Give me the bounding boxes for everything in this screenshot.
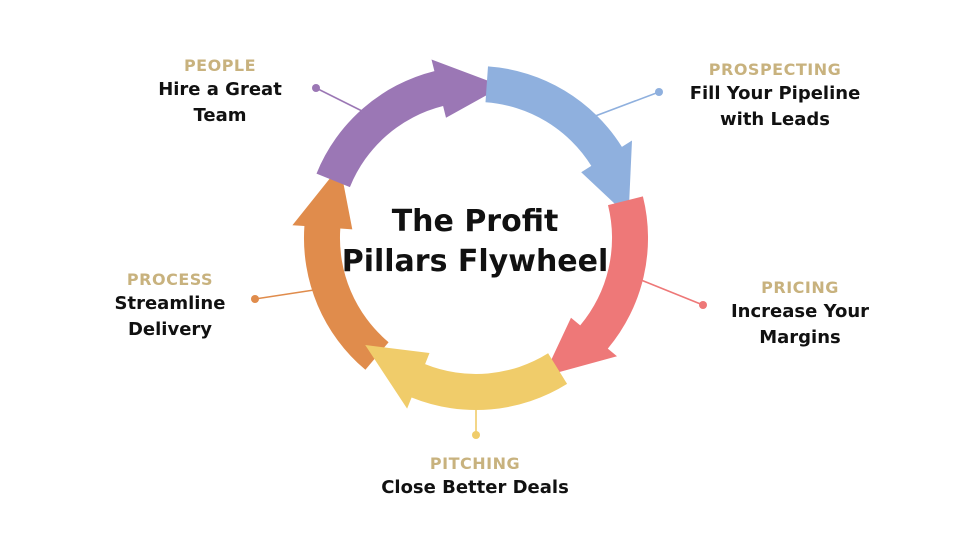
pillar-prospecting: PROSPECTING Fill Your Pipeline with Lead… xyxy=(670,59,880,133)
connector-line xyxy=(254,289,315,300)
connector-dot xyxy=(312,84,320,92)
connector-dot xyxy=(472,431,480,439)
pillar-description-line: Margins xyxy=(759,327,841,348)
pillar-heading: PROCESS xyxy=(126,270,214,289)
title-line-1: The Profit xyxy=(391,204,559,239)
diagram-title: The Profit Pillars Flywheel xyxy=(330,202,620,282)
pillar-description-line: Streamline xyxy=(114,293,226,314)
pillar-people: PEOPLE Hire a Great Team xyxy=(130,55,310,129)
connector-dot xyxy=(655,88,663,96)
flywheel-segment-pitching xyxy=(365,345,568,411)
pillar-heading: PITCHING xyxy=(429,454,521,473)
connector-line xyxy=(640,279,704,306)
flywheel-segment-prospecting xyxy=(485,66,632,217)
pillar-description-line: Increase Your xyxy=(730,301,870,322)
pillar-pitching: PITCHING Close Better Deals xyxy=(360,453,590,501)
pillar-heading: PROSPECTING xyxy=(708,60,842,79)
connector-dot xyxy=(699,301,707,309)
flywheel-segment-process xyxy=(292,165,389,370)
connector-line xyxy=(589,91,660,119)
pillar-description-line: Fill Your Pipeline xyxy=(689,83,861,104)
flywheel-segment-pricing xyxy=(543,196,649,377)
pillar-description-line: Close Better Deals xyxy=(381,477,569,498)
title-line-2: Pillars Flywheel xyxy=(341,244,609,279)
pillar-heading: PRICING xyxy=(761,278,839,297)
pillar-description-line: with Leads xyxy=(720,109,830,130)
flywheel-segments xyxy=(292,59,649,411)
connector-lines xyxy=(251,84,707,439)
pillar-pricing: PRICING Increase Your Margins xyxy=(695,277,905,351)
pillar-description-line: Team xyxy=(193,105,247,126)
flywheel-segment-people xyxy=(316,59,503,188)
pillar-process: PROCESS Streamline Delivery xyxy=(80,269,260,343)
connector-dot xyxy=(251,295,259,303)
pillar-heading: PEOPLE xyxy=(183,56,257,75)
connector-line xyxy=(315,87,365,113)
pillar-description-line: Hire a Great xyxy=(158,79,282,100)
pillar-description-line: Delivery xyxy=(127,319,213,340)
